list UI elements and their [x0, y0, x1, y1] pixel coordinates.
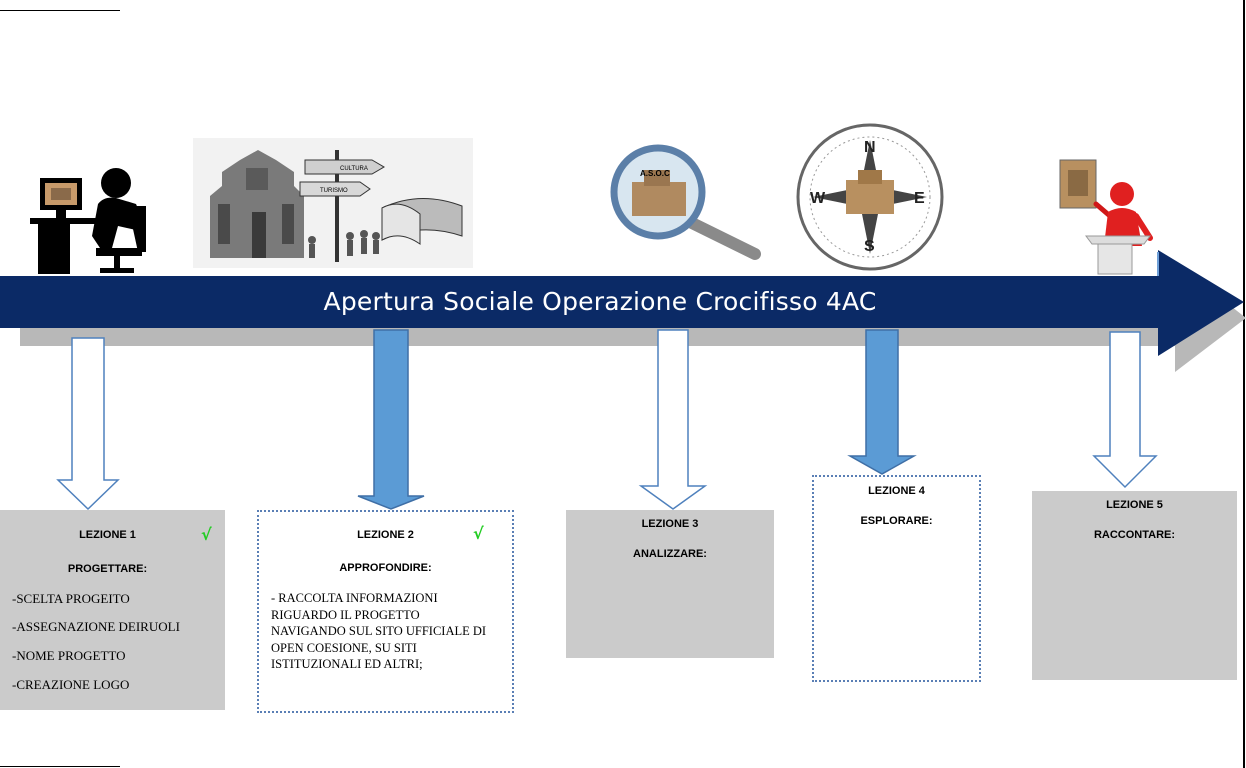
presenter-icon: [1059, 159, 1153, 275]
lesson-5-subtitle: RACCONTARE:: [1093, 529, 1176, 541]
compass-e: E: [914, 190, 925, 207]
church-signpost-illustration: [193, 138, 473, 268]
lesson-5-arrow: [1092, 331, 1158, 489]
lesson-2-description: - RACCOLTA INFORMAZIONI RIGUARDO IL PROG…: [271, 591, 487, 671]
top-left-rule: [0, 10, 120, 11]
lesson-1-box: LEZIONE 1 √ PROGETTARE: -SCELTA PROGEITO…: [0, 510, 225, 710]
lesson-2-box: LEZIONE 2 √ APPROFONDIRE: - RACCOLTA INF…: [257, 510, 514, 713]
magnifier-icon: [610, 144, 761, 260]
lesson-4-title: LEZIONE 4: [868, 485, 925, 497]
lesson-1-item: -NOME PROGETTO: [12, 648, 126, 663]
lesson-5-title: LEZIONE 5: [1106, 499, 1163, 511]
right-border: [1243, 0, 1245, 768]
lesson-2-subtitle: APPROFONDIRE:: [339, 562, 432, 574]
signpost-label-1: CULTURA: [340, 166, 368, 172]
lesson-4-box: LEZIONE 4 ESPLORARE:: [812, 475, 981, 682]
lesson-3-arrow: [638, 329, 708, 510]
magnifier-label: A.S.O.C: [640, 169, 670, 178]
lesson-3-title: LEZIONE 3: [641, 518, 699, 530]
lesson-1-check-icon: √: [201, 525, 212, 544]
lesson-4-subtitle: ESPLORARE:: [860, 515, 933, 527]
lesson-2-check-icon: √: [473, 524, 484, 543]
lesson-1-title: LEZIONE 1: [79, 529, 136, 541]
lesson-1-subtitle: PROGETTARE:: [67, 563, 148, 575]
lesson-2-title: LEZIONE 2: [357, 529, 414, 541]
lesson-1-item: -ASSEGNAZIONE DEIRUOLI: [12, 619, 180, 634]
timeline-arrow: [0, 250, 1244, 356]
person-computer-icon: [30, 168, 146, 274]
lesson-4-arrow: [847, 329, 917, 475]
bottom-left-rule: [0, 766, 120, 767]
compass-s: S: [864, 238, 875, 255]
lesson-5-box: LEZIONE 5 RACCONTARE:: [1032, 491, 1237, 680]
lesson-2-arrow: [357, 329, 425, 510]
lesson-3-box: LEZIONE 3 ANALIZZARE:: [566, 510, 774, 658]
lesson-1-item: -CREAZIONE LOGO: [12, 677, 130, 692]
lesson-1-item: -SCELTA PROGEITO: [12, 591, 130, 606]
lesson-1-arrow: [56, 337, 120, 511]
compass-n: N: [864, 139, 876, 156]
compass-icon: [796, 123, 944, 271]
lesson-3-subtitle: ANALIZZARE:: [633, 548, 707, 560]
signpost-label-2: TURISMO: [320, 188, 348, 194]
timeline-title: Apertura Sociale Operazione Crocifisso 4…: [323, 286, 877, 316]
compass-w: W: [810, 190, 826, 207]
